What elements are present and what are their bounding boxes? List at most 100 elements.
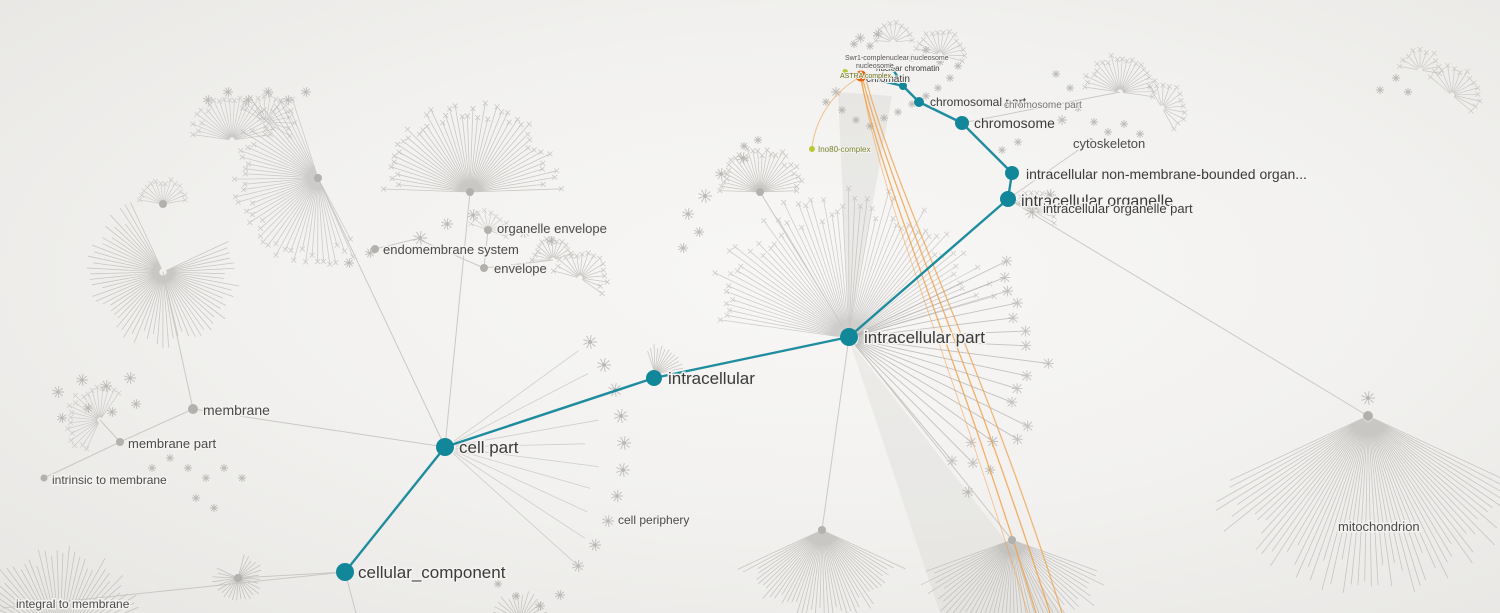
node-fan-apex-2[interactable] (466, 188, 474, 196)
flower-node (698, 189, 712, 203)
flower-node (467, 209, 479, 221)
label-chromosome-part[interactable]: chromosome part (1003, 99, 1083, 112)
flower-node (682, 208, 694, 220)
label-cell-part[interactable]: cell part (458, 437, 521, 459)
node-chromosomal-part[interactable] (914, 97, 924, 107)
node-intracellular-part[interactable] (840, 328, 858, 346)
flower-node-center (104, 384, 108, 388)
node-astra-complex[interactable] (842, 69, 848, 75)
label-intracellular-organelle[interactable]: intracellular organelle (1020, 192, 1175, 212)
flower-node (223, 87, 233, 97)
star-node (1376, 86, 1384, 94)
flower-node-center (620, 467, 626, 473)
label-intracellular-nmb-organelle[interactable]: intracellular non-membrane-bounded organ… (1025, 165, 1309, 184)
flower-node (602, 515, 614, 527)
fan-cluster (453, 350, 609, 564)
flower-node-center (538, 604, 542, 608)
fan-cluster (854, 255, 1054, 469)
label-intracellular[interactable]: intracellular (667, 368, 757, 390)
node-nuclear-chromatin[interactable] (899, 82, 907, 90)
label-nuclear-nucleosome[interactable]: nuclear nucleosome (885, 54, 950, 63)
flower-node-center (686, 212, 690, 216)
node-fan-apex-5[interactable] (818, 526, 826, 534)
label-organelle-envelope[interactable]: organelle envelope (496, 220, 609, 238)
star-node (184, 464, 192, 472)
label-nuclear-chromatin[interactable]: nuclear chromatin (875, 63, 941, 74)
node-cell-part[interactable] (436, 438, 454, 456)
star-node (220, 464, 228, 472)
fan-cluster (190, 95, 276, 140)
node-fan-apex-6[interactable] (1008, 536, 1016, 544)
star-node (494, 580, 502, 588)
flower-node (1044, 189, 1056, 201)
node-cytoskeleton[interactable] (1086, 138, 1094, 146)
label-envelope[interactable]: envelope (493, 260, 549, 278)
node-intracellular[interactable] (646, 370, 662, 386)
flower-node (441, 218, 453, 230)
fan-cluster (717, 146, 805, 194)
label-intrinsic-to-membrane[interactable]: intrinsic to membrane (51, 472, 169, 489)
label-chromosome[interactable]: chromosome (973, 114, 1057, 133)
label-nucleosome[interactable]: nucleosome (855, 62, 895, 71)
star-node (908, 54, 916, 62)
label-chromosomal-part[interactable]: chromosomal part (929, 94, 1029, 111)
star-node (850, 40, 858, 48)
star-node (822, 98, 830, 106)
node-mitochondrion[interactable] (1363, 411, 1373, 421)
star-node (202, 474, 210, 482)
flower-node-center (621, 440, 627, 446)
node-fan-apex-1[interactable] (314, 174, 322, 182)
flower-node-center (1048, 193, 1052, 197)
star-node (192, 494, 200, 502)
label-intracellular-organelle-part[interactable]: intracellular organelle part (1042, 200, 1195, 218)
flower-node (611, 490, 623, 502)
star-node (1392, 74, 1400, 82)
node-membrane[interactable] (188, 404, 198, 414)
label-intracellular-part[interactable]: intracellular part (863, 327, 987, 349)
node-organelle-envelope[interactable] (484, 226, 492, 234)
label-chromatin[interactable]: chromatin (865, 73, 911, 86)
node-intrinsic-to-membrane[interactable] (40, 474, 48, 482)
node-chromosome[interactable] (955, 116, 969, 130)
star-node (934, 84, 942, 92)
node-fan-apex-3[interactable] (159, 200, 167, 208)
label-cell-periphery[interactable]: cell periphery (617, 512, 691, 529)
flower-node (203, 95, 213, 105)
label-astra-complex[interactable]: ASTRA complex (839, 72, 892, 81)
flower-node (617, 436, 631, 450)
node-nucleosome[interactable] (888, 63, 894, 69)
node-fan-apex-4[interactable] (756, 188, 764, 196)
flower-node (131, 399, 141, 409)
star-node (1052, 70, 1060, 78)
star-node (1104, 128, 1112, 136)
node-intracellular-organelle[interactable] (1000, 191, 1016, 207)
flower-node-center (206, 98, 210, 102)
flower-node-center (601, 362, 607, 368)
fan-cluster (65, 384, 122, 452)
fan-cluster (712, 185, 997, 337)
label-cytoskeleton[interactable]: cytoskeleton (1072, 135, 1147, 153)
label-cellular-component[interactable]: cellular_component (357, 562, 508, 584)
node-ino80-complex[interactable] (809, 146, 815, 152)
highlighted-path-edges (343, 64, 1014, 574)
node-endomembrane-system[interactable] (371, 245, 379, 253)
label-endomembrane-system[interactable]: endomembrane system (382, 241, 521, 259)
node-intracellular-nmb-organelle[interactable] (1005, 166, 1019, 180)
selection-edge (862, 79, 1051, 613)
label-membrane[interactable]: membrane (202, 401, 272, 420)
star-node (922, 92, 930, 100)
label-mitochondrion[interactable]: mitochondrion (1337, 518, 1422, 536)
flower-node-center (134, 402, 138, 406)
node-membrane-part[interactable] (116, 438, 124, 446)
node-chromatin[interactable] (855, 70, 867, 82)
flower-node (52, 386, 64, 398)
label-membrane-part[interactable]: membrane part (127, 435, 219, 453)
node-cellular-component[interactable] (336, 563, 354, 581)
node-envelope[interactable] (480, 264, 488, 272)
label-integral-to-membrane[interactable]: integral to membrane (15, 596, 132, 613)
node-fan-apex-7[interactable] (234, 574, 242, 582)
label-swr1-complex[interactable]: Swr1-complex (844, 54, 891, 63)
flower-node (344, 258, 354, 268)
label-ino80-complex[interactable]: Ino80-complex (817, 144, 871, 155)
